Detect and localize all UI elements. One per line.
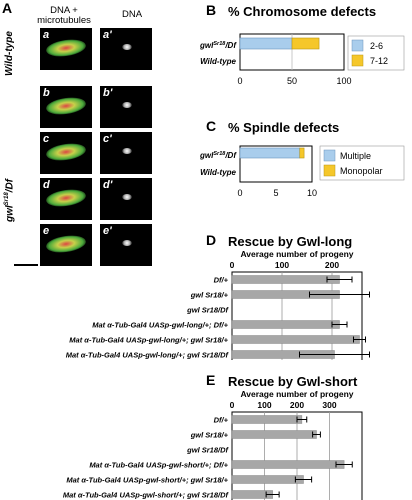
micrograph-dna: c'	[100, 132, 152, 174]
legend-c-label-monopolar: Monopolar	[340, 166, 383, 176]
chart-e-row-label: gwl Sr18/Df	[186, 446, 229, 455]
chart-d-tick-label: 0	[230, 260, 235, 270]
chart-d-axis-title: Average number of progeny	[240, 249, 353, 259]
bar-c-monopolar	[299, 147, 305, 159]
spindle-shape	[45, 187, 87, 209]
panel-letter-c: C	[206, 118, 217, 134]
panel-letter-a: A	[2, 0, 13, 16]
micrograph-dna-microtubules: e	[40, 224, 92, 266]
col-header-dna: DNA	[121, 9, 143, 20]
chart-e-tick-label: 100	[257, 400, 271, 410]
image-label: d'	[103, 179, 113, 191]
micrograph-dna: b'	[100, 86, 152, 128]
micrograph-dna-microtubules: b	[40, 86, 92, 128]
chart-e-tick-label: 0	[230, 400, 235, 410]
chart-d-row-label: Mat α-Tub-Gal4 UASp-gwl-long/+; gwl Sr18…	[66, 351, 230, 360]
micrograph-dna-microtubules: d	[40, 178, 92, 220]
chart-c: gwlSr18/Df Wild-type 0 5 10 Multiple Mon…	[199, 145, 405, 198]
image-label: c	[43, 133, 50, 145]
row-label-b-0: gwlSr18/Df	[199, 41, 237, 50]
spindle-shape	[45, 141, 87, 163]
chart-b: gwlSr18/Df Wild-type 0 50 100 2-6 7-12	[199, 33, 405, 86]
tick-b-1: 50	[287, 76, 297, 86]
chart-d-bar	[231, 275, 340, 284]
tick-c-0: 0	[237, 188, 242, 198]
chart-d-row-label: gwl Sr18/+	[190, 291, 229, 300]
chart-e-row-label: Mat α-Tub-Gal4 UASp-gwl-short/+; gwl Sr1…	[66, 476, 228, 485]
chromosome-spot	[122, 44, 132, 50]
chart-e-bar	[231, 475, 304, 484]
tick-b-0: 0	[237, 76, 242, 86]
chromosome-spot	[122, 102, 132, 108]
legend-b-label-2-6: 2-6	[370, 41, 383, 51]
micrograph-dna-microtubules: c	[40, 132, 92, 174]
chart-title-e: Rescue by Gwl-short	[228, 374, 358, 389]
chromosome-spot	[122, 240, 132, 246]
legend-b-label-7-12: 7-12	[370, 56, 388, 66]
micrograph-dna: e'	[100, 224, 152, 266]
legend-c-label-multiple: Multiple	[340, 151, 371, 161]
legend-b-swatch-2-6	[351, 39, 364, 52]
image-label: e'	[103, 225, 112, 237]
chart-d-row-label: Mat α-Tub-Gal4 UASp-gwl-long/+; gwl Sr18…	[69, 336, 228, 345]
chart-title-d: Rescue by Gwl-long	[228, 234, 353, 249]
chart-d-tick-label: 200	[325, 260, 339, 270]
row-label-c-0: gwlSr18/Df	[199, 151, 237, 160]
chart-d-tick-label: 100	[275, 260, 289, 270]
spindle-shape	[45, 95, 87, 117]
image-label: b	[43, 87, 50, 99]
chart-title-b: % Chromosome defects	[228, 4, 377, 19]
col-header-dna-microtubules: DNA +microtubules	[37, 5, 91, 26]
chart-e-tick-label: 300	[322, 400, 336, 410]
row-label-b-1: Wild-type	[200, 57, 236, 66]
chart-d-bar	[231, 320, 340, 329]
micrograph-dna-microtubules: a	[40, 28, 92, 70]
chart-e-bar	[231, 430, 317, 439]
chart-d-row-label: Mat α-Tub-Gal4 UASp-gwl-long/+; Df/+	[92, 321, 228, 330]
bar-c-multiple	[239, 147, 301, 159]
legend-b-swatch-7-12	[351, 54, 364, 67]
chart-e-row-label: gwl Sr18/+	[190, 431, 229, 440]
chart-d-plot-frame	[231, 271, 363, 360]
bar-b-2-6	[239, 37, 293, 50]
chart-e-row-label: Mat α-Tub-Gal4 UASp-gwl-short/+; Df/+	[89, 461, 228, 470]
scale-bar	[14, 264, 38, 266]
panel-letter-d: D	[206, 232, 217, 248]
image-label: e	[43, 225, 50, 237]
chart-e-bar	[231, 460, 345, 469]
panel-letter-e: E	[206, 372, 216, 388]
tick-c-2: 10	[307, 188, 317, 198]
tick-b-2: 100	[336, 76, 351, 86]
chart-d-row-label: Df/+	[214, 276, 229, 285]
chart-e-row-label: Mat α-Tub-Gal4 UASp-gwl-short/+; gwl Sr1…	[63, 491, 230, 500]
row-label-mutant: gwlSr18/Df	[4, 178, 16, 222]
chart-d-row-label: gwl Sr18/Df	[186, 306, 229, 315]
chart-e-tick-label: 200	[290, 400, 304, 410]
spindle-shape	[45, 37, 87, 59]
micrograph-dna: d'	[100, 178, 152, 220]
image-label: a'	[103, 29, 112, 41]
image-label: a	[43, 29, 50, 41]
chart-e-axis-title: Average number of progeny	[240, 389, 353, 399]
row-label-c-1: Wild-type	[200, 168, 236, 177]
chart-e-row-label: Df/+	[214, 416, 229, 425]
image-label: b'	[103, 87, 113, 99]
chart-title-c: % Spindle defects	[228, 120, 340, 135]
chromosome-spot	[122, 148, 132, 154]
chart-e-bar	[231, 415, 303, 424]
plot-frame-c	[239, 145, 313, 183]
bar-b-7-12	[291, 37, 320, 50]
image-label: d	[43, 179, 50, 191]
tick-c-1: 5	[273, 188, 278, 198]
chromosome-spot	[122, 194, 132, 200]
chart-d-bar	[231, 335, 360, 344]
micrograph-dna: a'	[100, 28, 152, 70]
legend-c-swatch-monopolar	[323, 164, 336, 177]
legend-c-swatch-multiple	[323, 149, 336, 162]
panel-letter-b: B	[206, 2, 217, 18]
row-label-wild-type: Wild-type	[4, 31, 15, 76]
image-label: c'	[103, 133, 112, 145]
